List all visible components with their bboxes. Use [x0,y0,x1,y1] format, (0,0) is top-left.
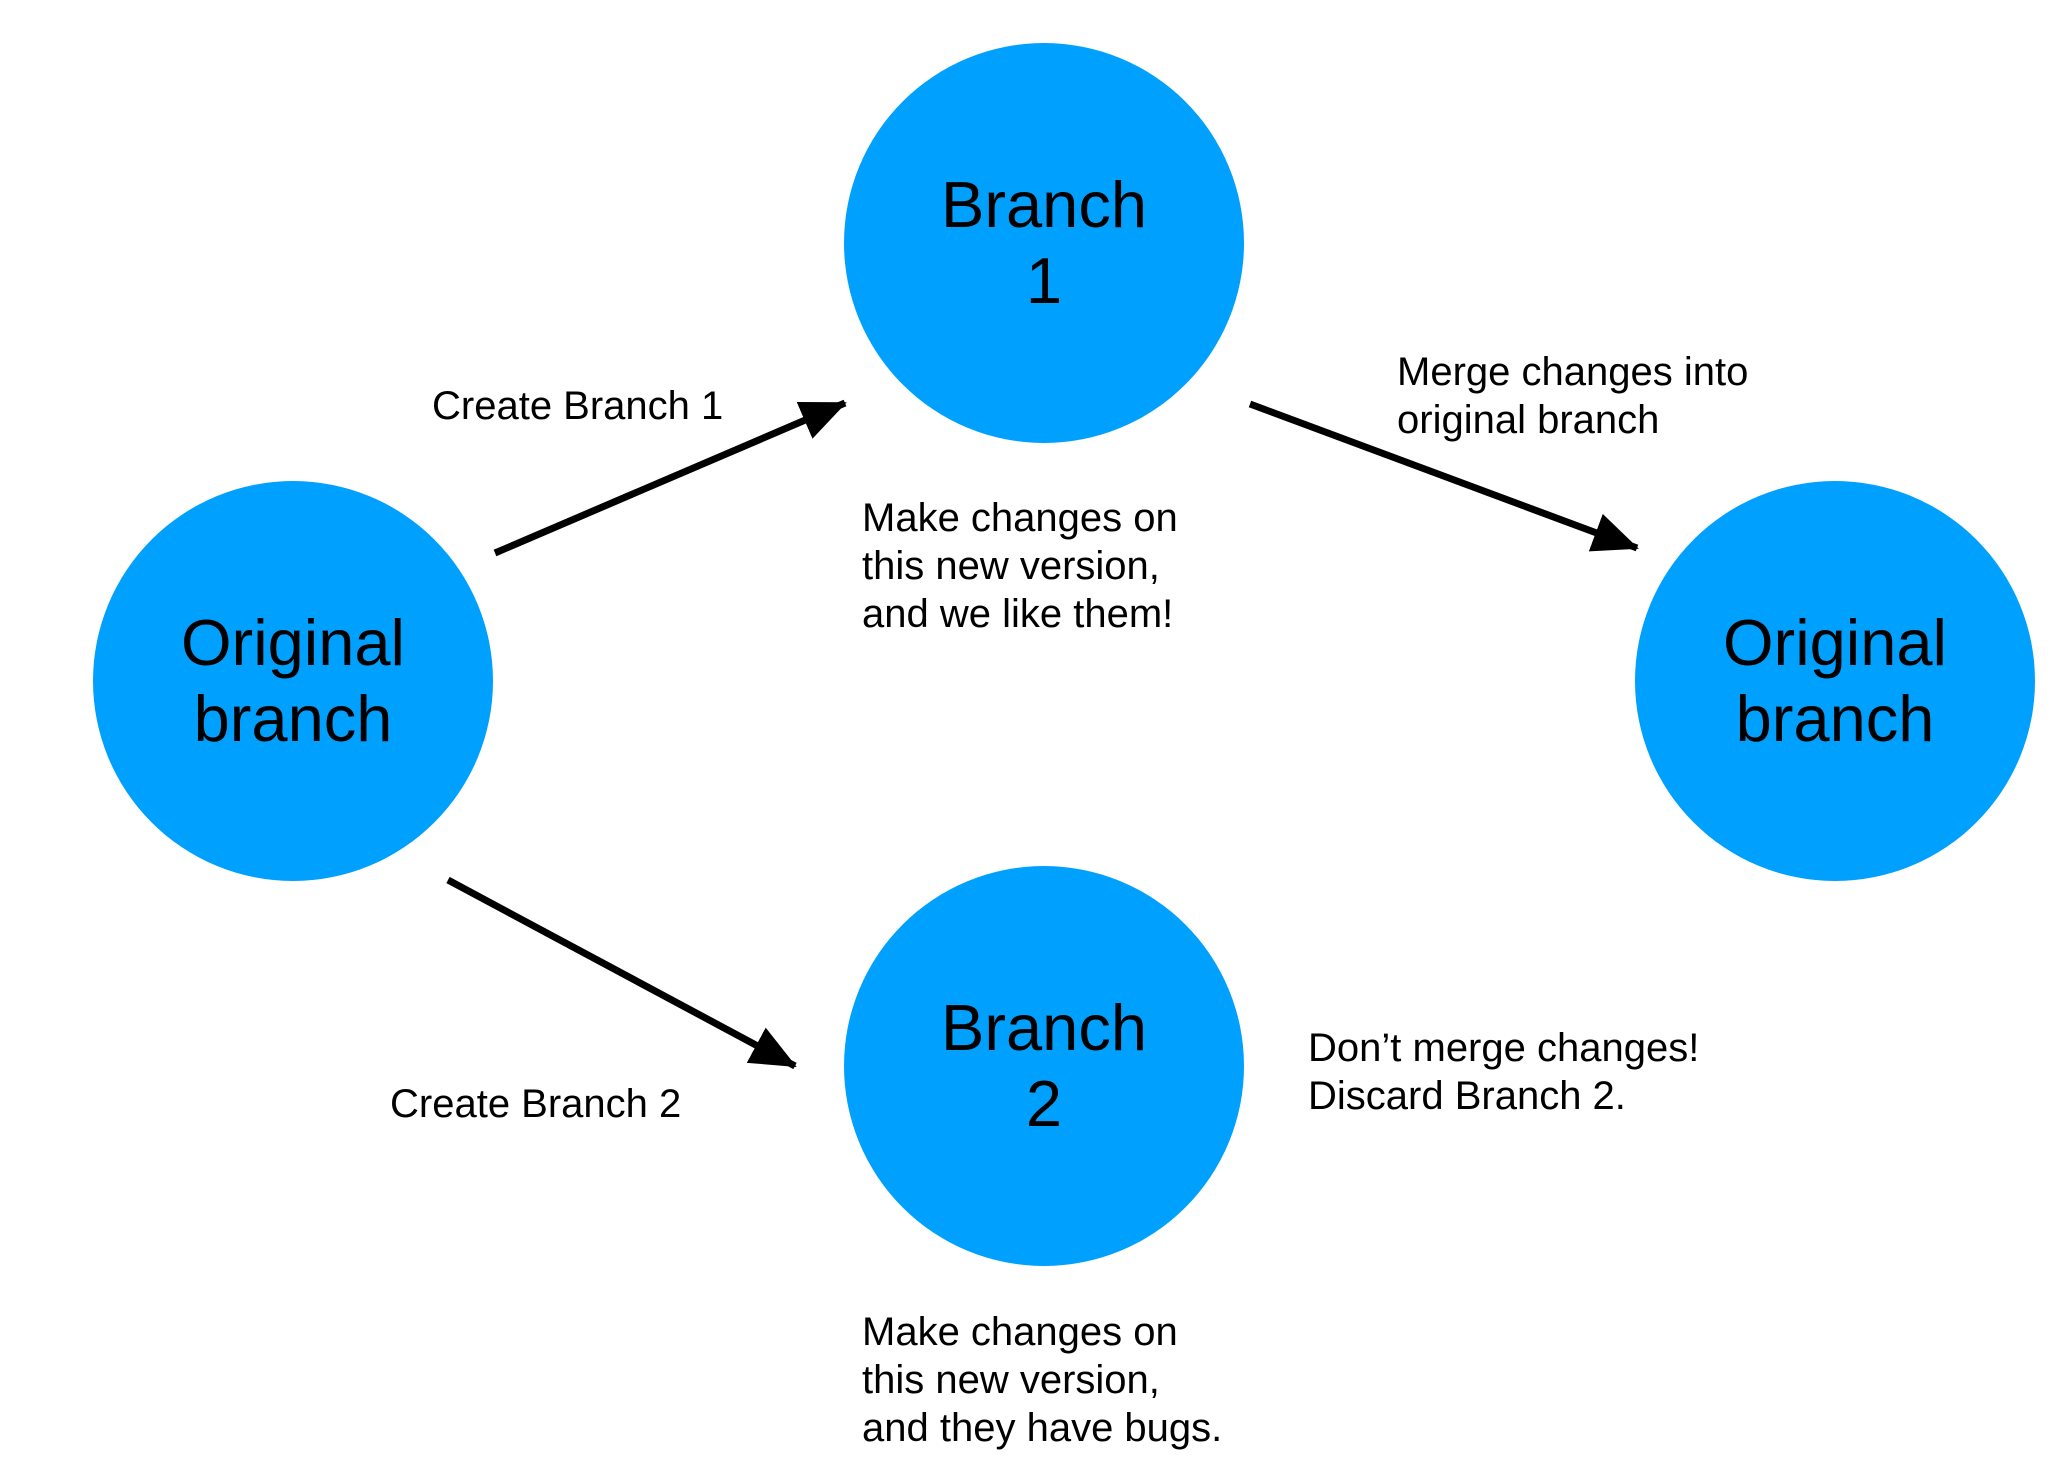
create-branch-2-label: Create Branch 2 [390,1082,682,1126]
note-line-2: this new version, [862,1358,1160,1402]
branch-1-changes-note: Make changes on this new version, and we… [862,494,1178,638]
branch-2-changes-note: Make changes on this new version, and th… [862,1308,1222,1452]
node-label-line-2: branch [1735,682,1935,755]
arrow-create-branch-2 [446,876,797,1070]
label-line-2: Discard Branch 2. [1308,1074,1626,1118]
arrow-create-branch-1 [493,399,847,557]
note-line-2: this new version, [862,544,1160,588]
label-line-2: original branch [1397,398,1660,442]
arrow-merge-changes [1248,400,1639,552]
node-label-line-1: Branch [941,168,1147,241]
node-label-line-2: 1 [1025,244,1063,317]
branch-1-node: Branch 1 [844,43,1244,443]
create-branch-1-label: Create Branch 1 [432,384,724,428]
node-label-line-1: Branch [941,991,1147,1064]
dont-merge-label: Don’t merge changes! Discard Branch 2. [1308,1024,1699,1120]
original-branch-node-right: Original branch [1635,481,2035,881]
node-label-line-1: Original [1723,606,1947,679]
node-label-line-2: branch [193,682,393,755]
node-label-line-2: 2 [1025,1067,1063,1140]
note-line-3: and they have bugs. [862,1406,1223,1450]
merge-changes-label: Merge changes into original branch [1397,348,1748,444]
branch-2-node: Branch 2 [844,866,1244,1266]
note-line-1: Make changes on [862,1310,1178,1354]
label-line-1: Don’t merge changes! [1308,1026,1700,1070]
note-line-3: and we like them! [862,592,1174,636]
original-branch-node-left: Original branch [93,481,493,881]
note-line-1: Make changes on [862,496,1178,540]
node-label-line-1: Original [181,606,405,679]
label-line-1: Merge changes into [1397,350,1749,394]
